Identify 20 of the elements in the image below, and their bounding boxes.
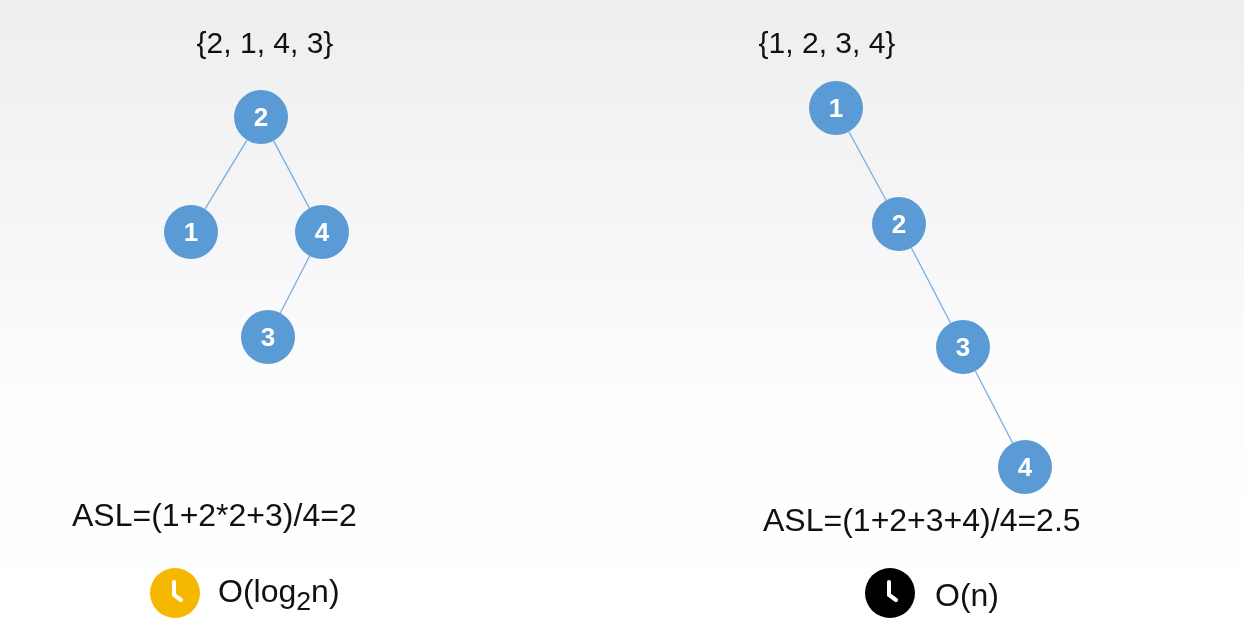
tree-node-circle: 4 — [295, 205, 349, 259]
tree-edge — [204, 139, 248, 210]
sequence-label: {2, 1, 4, 3} — [196, 26, 334, 60]
tree-node-circle: 1 — [164, 205, 218, 259]
complexity-label: O(log$_{2}$n) — [218, 573, 340, 617]
tree-edge — [848, 131, 887, 201]
tree-edge — [279, 255, 311, 314]
sequence-label: {1, 2, 3, 4} — [758, 26, 896, 60]
tree-node-circle: 2 — [234, 90, 288, 144]
tree-node-circle: 3 — [936, 320, 990, 374]
tree-node-circle: 2 — [872, 197, 926, 251]
tree-edge — [910, 247, 952, 324]
asl-formula: ASL=(1+2*2+3)/4=2 — [72, 496, 357, 534]
asl-formula: ASL=(1+2+3+4)/4=2.5 — [763, 501, 1081, 539]
complexity-label: O(n) — [935, 576, 999, 614]
tree-node-circle: 4 — [998, 440, 1052, 494]
tree-node-circle: 1 — [809, 81, 863, 135]
tree-edge — [974, 370, 1014, 444]
tree-node-circle: 3 — [241, 310, 295, 364]
tree-edge — [273, 140, 310, 209]
